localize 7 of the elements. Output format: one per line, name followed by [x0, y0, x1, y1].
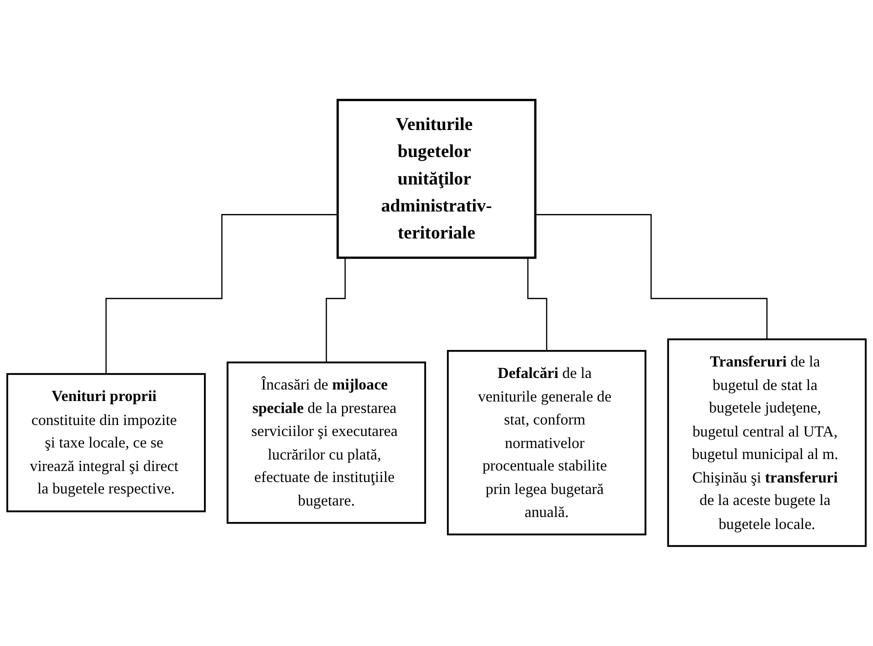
- connector: [535, 214, 768, 340]
- node-box: Transferuri de la bugetul de stat la bugetele judeţene, bugetul central al UTA, bugetul municipal al m. Chişinău şi transferuri de la aceste bugete la bugetele locale.: [667, 338, 867, 547]
- node-box: Venituri proprii constituite din impozite şi taxe locale, ce se virează integral şi direct la bugetele respective.: [6, 373, 206, 512]
- node-box: Încasări de mijloace speciale de la prestarea serviciilor şi executarea lucrărilor cu plată, efectuate de instituţiile bugetare.: [226, 362, 426, 524]
- node-box: Veniturile bugetelor unităţilor administrativ-teritoriale: [336, 98, 536, 259]
- node-box: Defalcări de la veniturile generale de stat, conform normativelor procentuale stabilite prin legea bugetară anuală.: [446, 350, 646, 536]
- connector: [105, 214, 338, 375]
